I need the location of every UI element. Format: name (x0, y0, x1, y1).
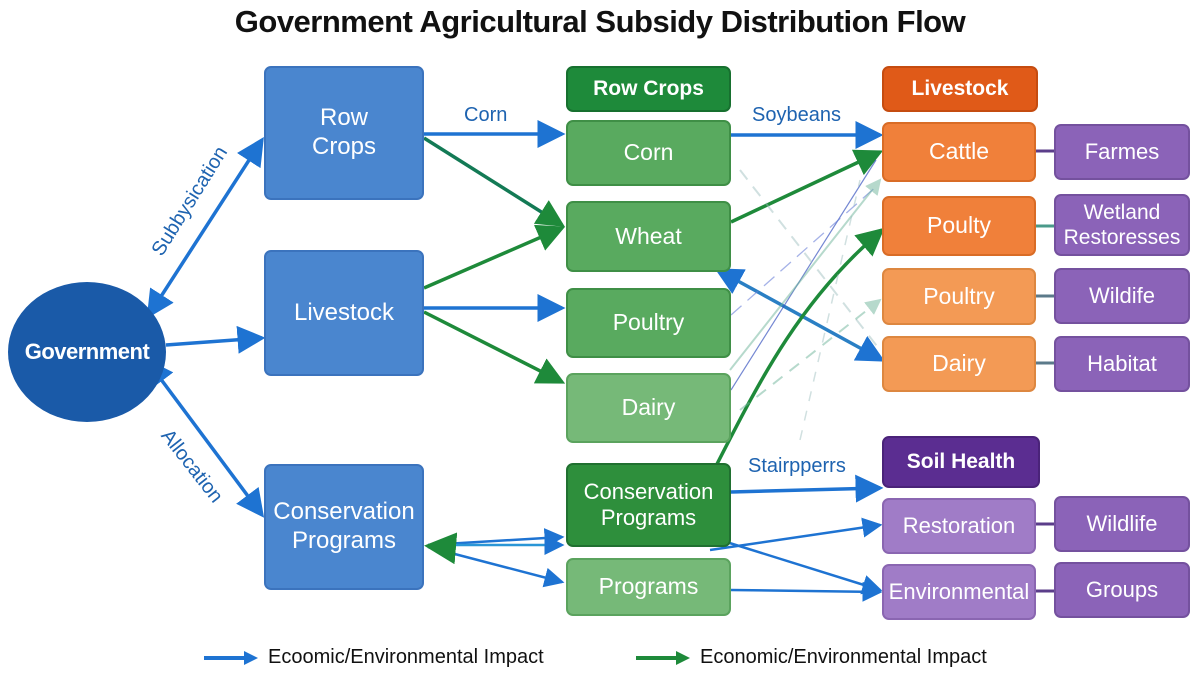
soil-restoration-label: Restoration (902, 512, 1016, 538)
source-row-crops[interactable]: Row Crops (264, 66, 424, 200)
outcome-groups[interactable]: Groups (1054, 562, 1190, 618)
government-label: Government (24, 339, 150, 364)
outcome-wildife[interactable]: Wildife (1054, 268, 1190, 324)
middle-wheat[interactable]: Wheat (566, 201, 731, 272)
green-arrow-icon (636, 650, 690, 665)
edge-label-soybeans: Soybeans (752, 104, 841, 126)
middle-poultry-label: Poultry (612, 309, 685, 336)
source-row-crops-label: Row Crops (311, 104, 377, 160)
outcome-farmes-label: Farmes (1084, 138, 1160, 164)
edge-label-stakeholders: Stairpperrs (748, 455, 846, 477)
outcome-wildlife[interactable]: Wildlife (1054, 496, 1190, 552)
middle-corn-label: Corn (623, 139, 674, 166)
middle-wheat-label: Wheat (615, 222, 682, 249)
source-conservation-label: Conservation Programs (273, 498, 415, 554)
legend-item-blue: Ecoomic/Environmental Impact (204, 646, 544, 669)
edge-label-corn: Corn (464, 104, 508, 126)
legend-item-green: Economic/Environmental Impact (636, 646, 987, 669)
government-node[interactable]: Government (8, 282, 166, 422)
middle-conservation-label: Conservation Programs (583, 478, 714, 530)
outcome-farmes[interactable]: Farmes (1054, 124, 1190, 180)
source-livestock-label: Livestock (293, 298, 395, 326)
outcome-wildife-label: Wildife (1088, 282, 1155, 308)
middle-programs-label: Programs (598, 573, 699, 600)
diagram-title: Government Agricultural Subsidy Distribu… (234, 4, 966, 39)
middle-dairy-label: Dairy (621, 394, 676, 421)
livestock-header: Livestock (882, 66, 1038, 112)
legend-label-green: Economic/Environmental Impact (700, 646, 987, 668)
legend-label-blue: Ecoomic/Environmental Impact (268, 646, 544, 668)
source-livestock[interactable]: Livestock (264, 250, 424, 376)
outcome-habitat[interactable]: Habitat (1054, 336, 1190, 392)
outcome-wildlife-label: Wildlife (1086, 510, 1158, 536)
blue-arrow-icon (204, 650, 258, 665)
livestock-poulty[interactable]: Poulty (882, 196, 1036, 256)
middle-corn[interactable]: Corn (566, 120, 731, 186)
middle-dairy[interactable]: Dairy (566, 373, 731, 443)
livestock-cattle-label: Cattle (928, 138, 990, 165)
soil-health-header: Soil Health (882, 436, 1040, 488)
livestock-header-label: Livestock (911, 77, 1009, 101)
livestock-cattle[interactable]: Cattle (882, 122, 1036, 182)
middle-poultry[interactable]: Poultry (566, 288, 731, 358)
soil-environmental-label: Environmental (888, 578, 1030, 604)
source-conservation-programs[interactable]: Conservation Programs (264, 464, 424, 590)
soil-restoration[interactable]: Restoration (882, 498, 1036, 554)
outcome-wetland-restoresses[interactable]: Wetland Restoresses (1054, 194, 1190, 256)
middle-header-row-crops: Row Crops (566, 66, 731, 112)
livestock-poultry-label: Poultry (923, 282, 995, 309)
soil-environmental[interactable]: Environmental (882, 564, 1036, 620)
livestock-dairy-label: Dairy (932, 350, 986, 377)
middle-header-label: Row Crops (593, 77, 704, 101)
outcome-groups-label: Groups (1085, 576, 1159, 602)
middle-conservation-programs[interactable]: Conservation Programs (566, 463, 731, 547)
livestock-poulty-label: Poulty (927, 212, 991, 239)
soil-health-header-label: Soil Health (906, 450, 1016, 474)
livestock-dairy[interactable]: Dairy (882, 336, 1036, 392)
livestock-poultry[interactable]: Poultry (882, 268, 1036, 325)
outcome-wetland-label: Wetland Restoresses (1063, 200, 1181, 249)
middle-programs[interactable]: Programs (566, 558, 731, 616)
outcome-habitat-label: Habitat (1087, 350, 1157, 376)
